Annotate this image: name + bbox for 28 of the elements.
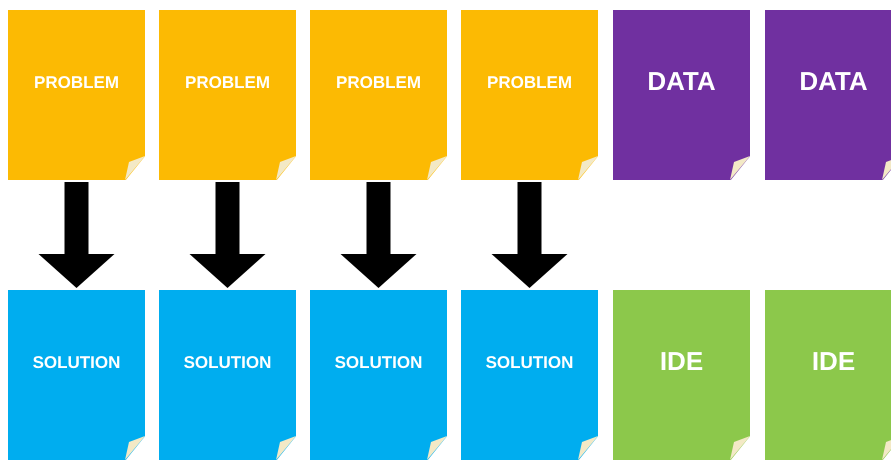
- note-card: [8, 290, 145, 460]
- block-arrow: [190, 182, 266, 288]
- note-card: [461, 290, 598, 460]
- card-label: PROBLEM: [185, 74, 270, 91]
- note-card: [765, 290, 891, 460]
- card-label: DATA: [647, 68, 716, 94]
- card-label: PROBLEM: [34, 74, 119, 91]
- note-card: [613, 290, 750, 460]
- card-label: IDE: [660, 348, 704, 374]
- note-card: [461, 10, 598, 180]
- card-label: DATA: [799, 68, 868, 94]
- note-card: [159, 10, 296, 180]
- card-label: IDE: [812, 348, 856, 374]
- note-card: [310, 10, 447, 180]
- note-card: [765, 10, 891, 180]
- block-arrow: [38, 182, 114, 288]
- card-label: SOLUTION: [184, 354, 272, 371]
- note-card: [310, 290, 447, 460]
- block-arrow: [340, 182, 416, 288]
- card-label: SOLUTION: [32, 354, 120, 371]
- block-arrow: [492, 182, 568, 288]
- card-label: PROBLEM: [487, 74, 572, 91]
- card-label: PROBLEM: [336, 74, 421, 91]
- note-card: [159, 290, 296, 460]
- note-card: [613, 10, 750, 180]
- note-card: [8, 10, 145, 180]
- card-label: SOLUTION: [486, 354, 574, 371]
- card-label: SOLUTION: [334, 354, 422, 371]
